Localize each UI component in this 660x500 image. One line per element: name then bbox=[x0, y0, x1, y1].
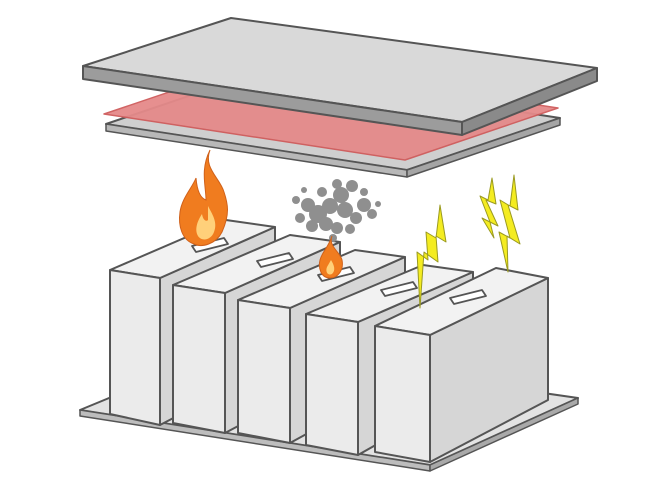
small-fire-icon-inner bbox=[326, 260, 335, 275]
module-1-front bbox=[109, 269, 161, 426]
lightning-bolt-1 bbox=[416, 204, 447, 309]
fire-icon-outer bbox=[179, 149, 228, 246]
module-5-front bbox=[374, 325, 431, 463]
smoke-icon bbox=[292, 179, 381, 242]
lower-sheet-edge-right bbox=[406, 117, 561, 178]
lightning-icon-left bbox=[416, 204, 447, 309]
module-4-vent bbox=[380, 281, 418, 297]
module-2-vent bbox=[256, 252, 294, 268]
lightning-bolt-3 bbox=[479, 177, 499, 239]
battery-module-5 bbox=[374, 267, 549, 463]
small-fire-icon-outer bbox=[318, 235, 343, 279]
lightning-bolt-2 bbox=[498, 174, 521, 273]
fire-icon bbox=[179, 149, 228, 246]
top-cover bbox=[82, 17, 598, 136]
top-cover-side-edge bbox=[461, 67, 598, 136]
base-plate-edge-right bbox=[429, 397, 579, 472]
module-2-front bbox=[172, 284, 226, 434]
small-fire-icon bbox=[318, 235, 343, 279]
module-5-vent bbox=[449, 289, 487, 305]
module-4-front bbox=[305, 313, 359, 456]
lightning-icon-right bbox=[479, 174, 521, 273]
module-3-front bbox=[237, 299, 291, 444]
fire-icon-inner bbox=[196, 206, 216, 240]
